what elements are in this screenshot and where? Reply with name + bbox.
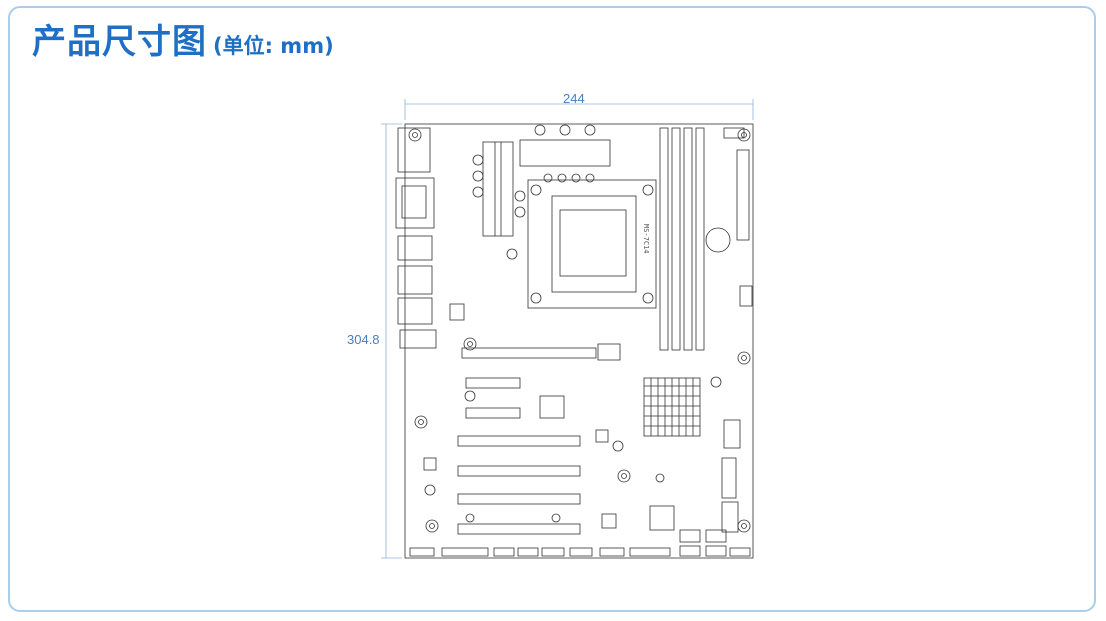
content-card xyxy=(8,6,1096,612)
dimension-lines xyxy=(381,99,754,559)
sata-connectors xyxy=(679,529,727,557)
title-text: 产品尺寸图 xyxy=(32,22,207,62)
cpu-socket: MS-7C14 xyxy=(527,179,657,309)
unit-label: (单位: mm) xyxy=(213,34,334,58)
mounting-holes xyxy=(408,128,751,533)
pcie-x16-slot xyxy=(461,343,621,361)
svg-text:MS-7C14: MS-7C14 xyxy=(642,224,650,254)
io-chips xyxy=(423,303,675,531)
board-outline-group: MS-7C14 xyxy=(395,123,754,559)
vrm-area xyxy=(472,124,611,237)
pcie-x1-slots xyxy=(465,377,521,419)
right-connectors xyxy=(705,127,753,533)
bottom-headers xyxy=(409,547,751,557)
page-title: 产品尺寸图(单位: mm) xyxy=(32,14,334,63)
board-outline xyxy=(404,123,754,559)
height-dimension-label: 304.8 xyxy=(347,332,380,347)
chipset-heatsink xyxy=(643,377,701,437)
capacitors xyxy=(424,248,722,523)
dimm-slots xyxy=(659,127,705,351)
pci-slots xyxy=(457,435,581,535)
rear-io-connectors xyxy=(395,127,437,349)
width-dimension-label: 244 xyxy=(563,91,585,106)
